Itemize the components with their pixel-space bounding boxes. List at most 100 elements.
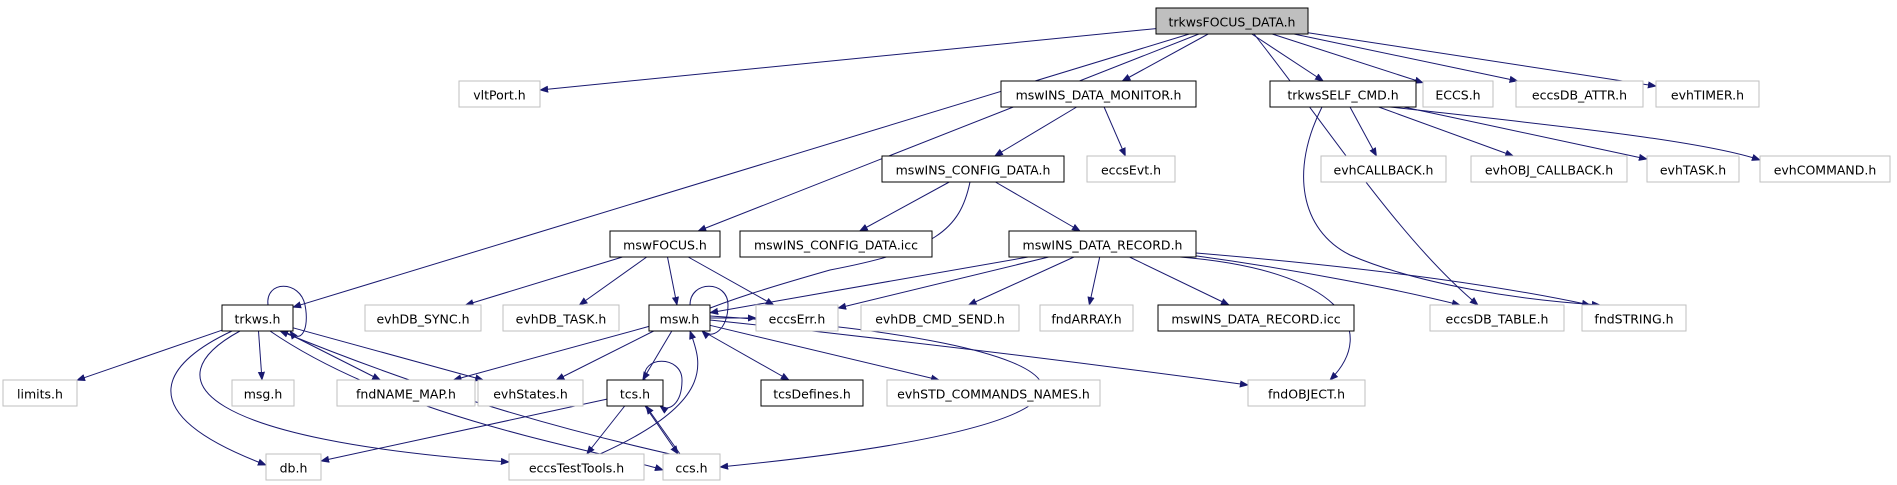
node-label: trkws.h [235,312,281,327]
node-mswins-config-data-icc[interactable]: mswINS_CONFIG_DATA.icc [739,230,933,258]
node-label: tcs.h [620,387,650,402]
edge-mswINS_DATA_RECORD-to-fndSTRING [1195,252,1591,307]
node-label: eccsEvt.h [1101,163,1161,178]
node-box [886,379,1101,407]
node-msw[interactable]: msw.h [648,304,711,332]
node-trkws[interactable]: trkws.h [221,304,294,332]
node-fndobject: fndOBJECT.h [1247,379,1366,407]
node-box [662,453,721,481]
node-label: evhDB_TASK.h [516,312,607,327]
node-mswins-config-data[interactable]: mswINS_CONFIG_DATA.h [881,155,1065,183]
node-evhcommand: evhCOMMAND.h [1759,155,1891,183]
node-evhtask: evhTASK.h [1646,155,1740,183]
node-label: evhDB_SYNC.h [376,312,469,327]
edge-root-to-mswINS_DATA_MONITOR [1121,33,1209,82]
edge-ccs-to-tcs [645,405,681,455]
node-fndarray: fndARRAY.h [1039,304,1134,332]
node-ccs: ccs.h [662,453,721,481]
node-tcsdefines[interactable]: tcsDefines.h [760,379,864,407]
node-eccstesttools: eccsTestTools.h [508,453,645,481]
node-label: msw.h [660,312,700,327]
edge-trkwsSELF_CMD-to-evhCOMMAND [1389,106,1761,161]
edge-tcs-to-ccs [644,405,679,455]
node-box [1759,155,1891,183]
node-label: evhDB_CMD_SEND.h [875,312,1005,327]
node-label: msg.h [244,387,283,402]
node-mswins-data-monitor[interactable]: mswINS_DATA_MONITOR.h [1000,80,1197,108]
edge-tcs-to-eccsTestTools [586,405,626,455]
edge-mswINS_CONFIG_DATA-to-msw [699,181,971,313]
edge-mswINS_DATA_RECORD-to-evhDB_CMD_SEND [967,256,1075,306]
node-label: mswFOCUS.h [623,238,707,253]
node-evhdb-sync: evhDB_SYNC.h [364,304,482,332]
node-box [1247,379,1366,407]
node-box [265,453,322,481]
node-evhdb-cmd-send: evhDB_CMD_SEND.h [860,304,1020,332]
edge-trkwsSELF_CMD-to-fndSTRING [1303,106,1601,309]
node-label: mswINS_DATA_MONITOR.h [1016,88,1182,103]
edge-eccsTestTools-to-msw [599,330,699,455]
edge-root-to-mswFOCUS [697,33,1200,232]
node-label: evhCOMMAND.h [1774,163,1877,178]
node-label: evhTASK.h [1660,163,1726,178]
node-mswins-data-record[interactable]: mswINS_DATA_RECORD.h [1008,230,1197,258]
edge-msw-to-msw [689,285,729,340]
node-label: evhCALLBACK.h [1334,163,1434,178]
node-box [1039,304,1134,332]
node-box [336,379,476,407]
node-tcs[interactable]: tcs.h [606,379,664,407]
node-box [1000,80,1197,108]
edge-msw-to-evhStates [555,330,654,381]
node-box [739,230,933,258]
node-root[interactable]: trkwsFOCUS_DATA.h [1155,7,1309,35]
node-label: mswINS_DATA_RECORD.h [1023,238,1183,253]
node-box [1157,304,1355,332]
edge-root-to-trkwsSELF_CMD [1251,33,1324,82]
node-mswins-data-record-icc[interactable]: mswINS_DATA_RECORD.icc [1157,304,1355,332]
node-db: db.h [265,453,322,481]
node-trkwsself-cmd[interactable]: trkwsSELF_CMD.h [1269,80,1417,108]
node-evhtimer: evhTIMER.h [1655,80,1760,108]
node-label: vltPort.h [473,88,525,103]
edge-trkws-to-db [170,330,267,466]
node-vltport: vltPort.h [458,80,541,108]
edge-mswINS_DATA_RECORD-to-eccsErr [837,256,1049,310]
edge-trkwsSELF_CMD-to-evhOBJ_CALLBACK [1378,106,1515,157]
node-label: tcsDefines.h [773,387,851,402]
edge-mswFOCUS-to-evhDB_SYNC [464,256,623,307]
node-eccsdb-attr: eccsDB_ATTR.h [1515,80,1644,108]
node-box [609,230,721,258]
node-box [1008,230,1197,258]
node-label: db.h [280,461,308,476]
edge-msw-to-fndNAME_MAP [452,325,650,382]
edge-trkws-to-msg [257,330,266,381]
edge-trkwsSELF_CMD-to-evhCALLBACK [1349,106,1377,157]
node-box [508,453,645,481]
node-evhdb-task: evhDB_TASK.h [502,304,620,332]
node-box [1429,304,1565,332]
edge-msw-to-tcs [642,330,673,381]
node-label: trkwsSELF_CMD.h [1287,88,1398,103]
node-box [1515,80,1644,108]
edge-root-to-trkws [292,33,1190,309]
node-mswfocus[interactable]: mswFOCUS.h [609,230,721,258]
node-box [231,379,295,407]
edge-root-to-ECCS [1272,33,1424,84]
node-box [860,304,1020,332]
node-box [1155,7,1309,35]
edge-mswINS_DATA_RECORD-to-eccsDB_TABLE [1189,254,1461,307]
node-box [502,304,620,332]
node-evhstates: evhStates.h [477,379,584,407]
edge-tcs-to-db [320,398,608,463]
node-label: eccsDB_TABLE.h [1446,312,1549,327]
node-label: mswINS_CONFIG_DATA.icc [754,238,918,253]
node-label: mswINS_CONFIG_DATA.h [896,163,1051,178]
edge-root-to-eccsDB_ATTR [1293,33,1519,83]
node-box [458,80,541,108]
edge-mswINS_CONFIG_DATA-to-mswINS_DATA_RECORD [995,181,1081,232]
edge-trkws-to-eccsTestTools [199,330,510,466]
node-limits: limits.h [2,379,78,407]
node-box [755,304,839,332]
node-eccs: ECCS.h [1422,80,1494,108]
edge-trkws-to-evhStates [292,327,485,382]
